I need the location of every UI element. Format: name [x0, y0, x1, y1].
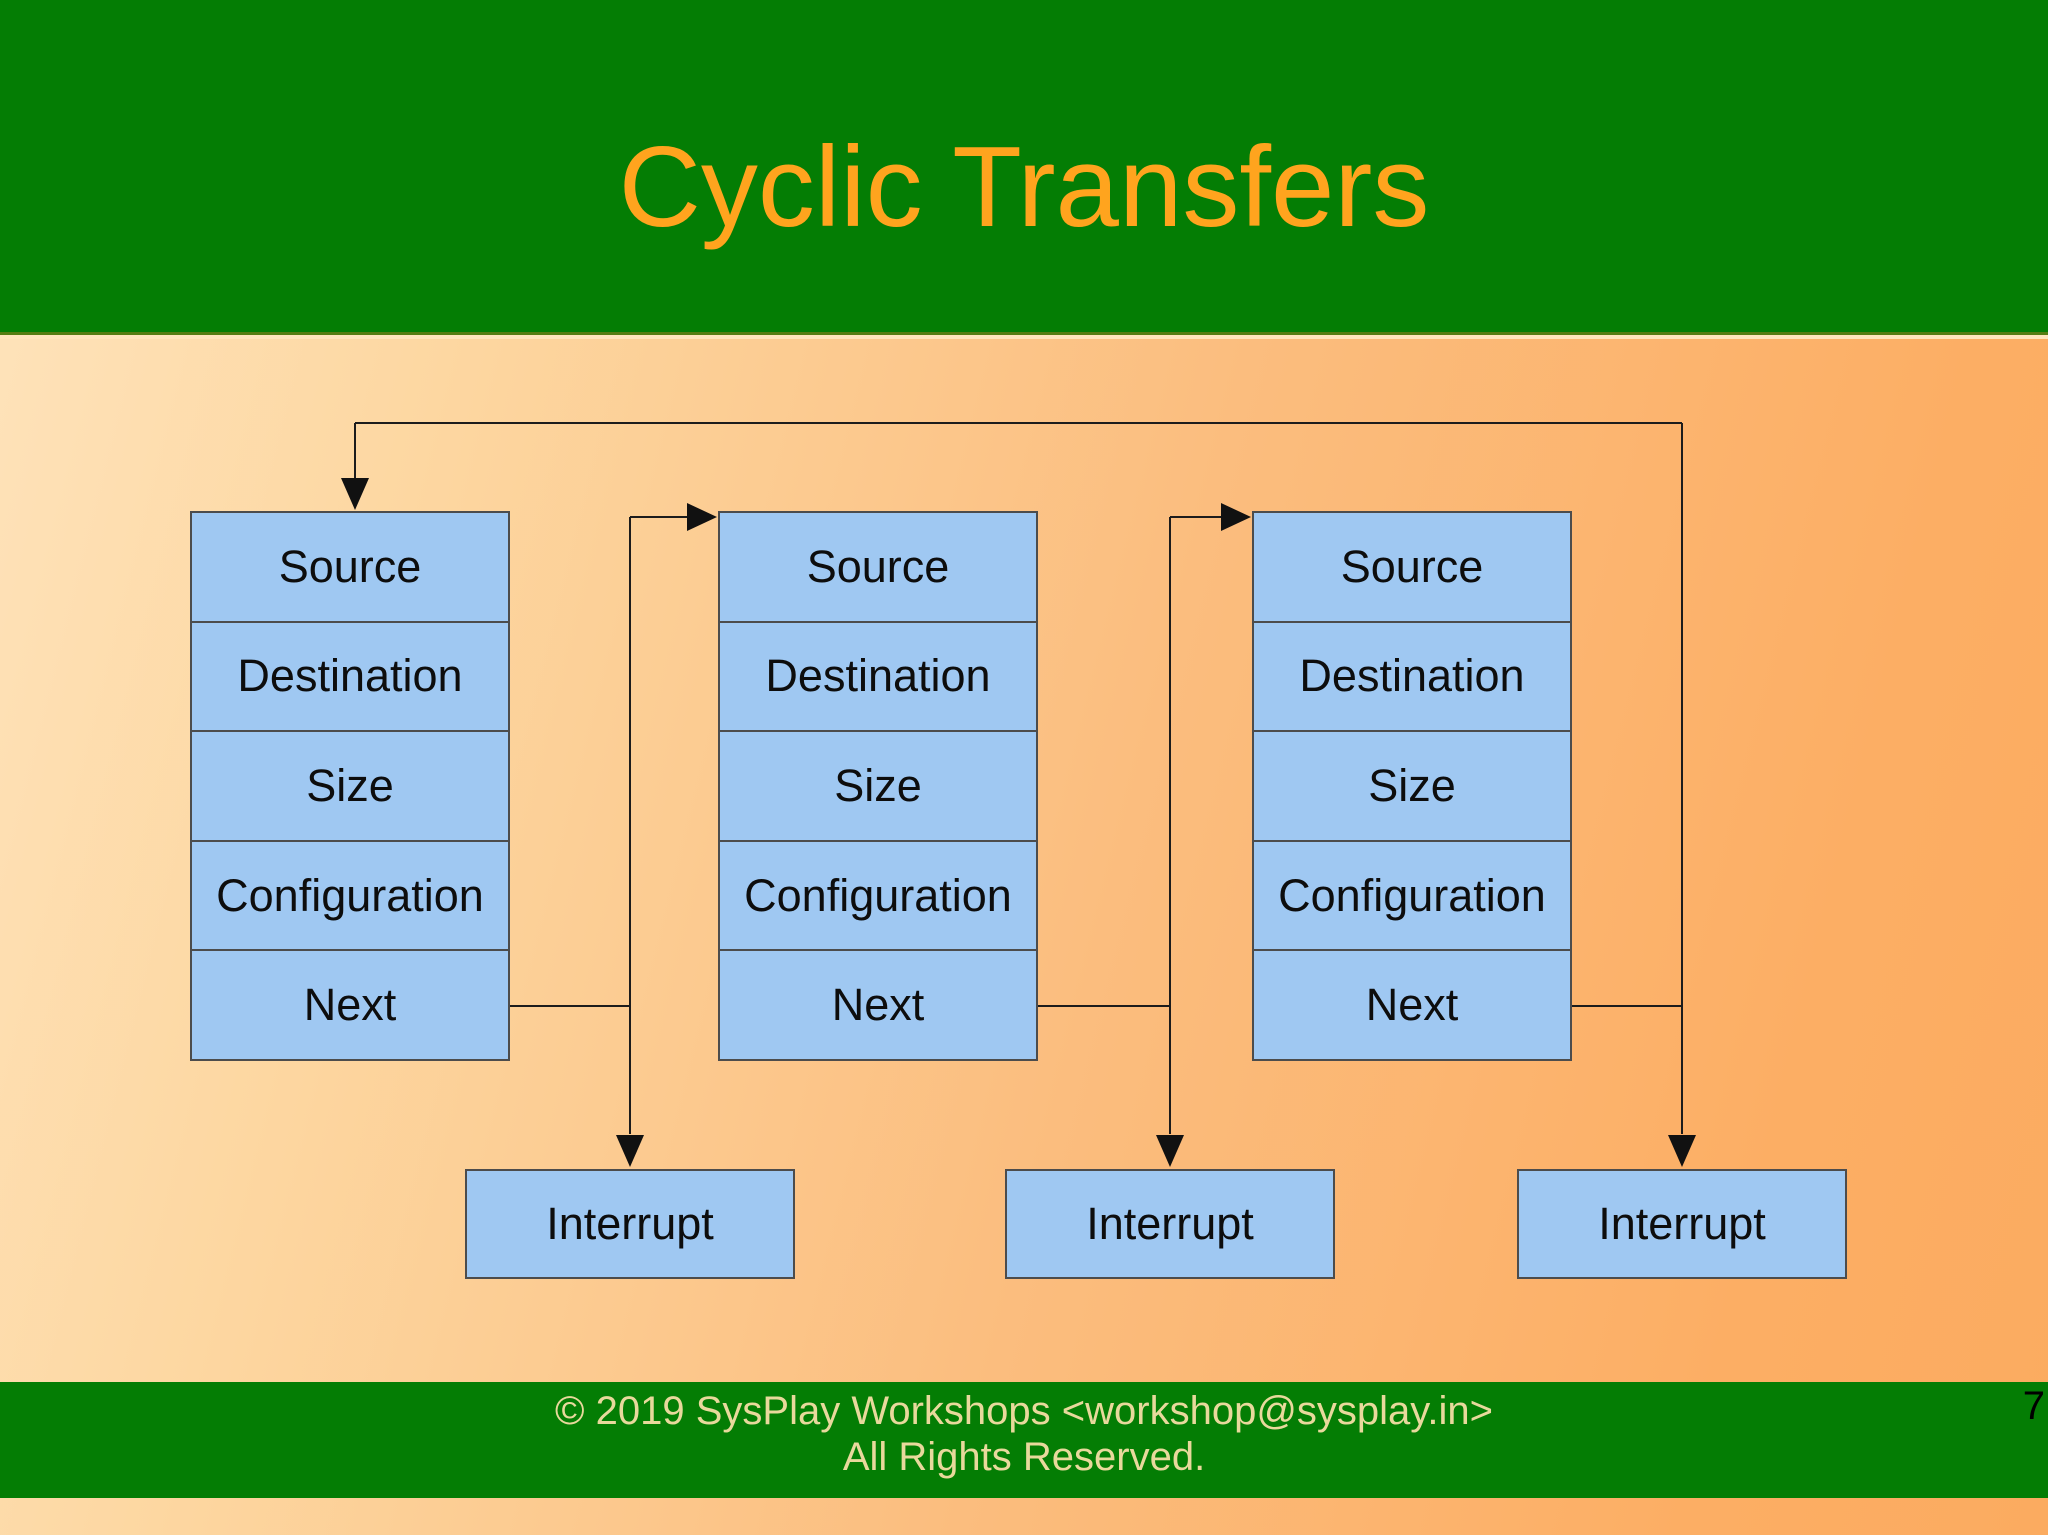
- footer-line-2: All Rights Reserved.: [842, 1435, 1206, 1479]
- descriptor-row-size: Size: [1254, 732, 1570, 842]
- descriptor-row-source: Source: [720, 513, 1036, 623]
- descriptor-row-destination: Destination: [192, 623, 508, 733]
- descriptor-row-next: Next: [303, 979, 397, 1031]
- slide-footer-band: © 2019 SysPlay Workshops <workshop@syspl…: [0, 1382, 2048, 1498]
- descriptor-block-2: Source Destination Size Configuration Ne…: [718, 511, 1038, 1061]
- arrowhead-down-into-interrupt3-icon: [1668, 1135, 1696, 1167]
- slide-title: Cyclic Transfers: [618, 124, 1430, 251]
- slide-header-band: Cyclic Transfers: [0, 0, 2048, 335]
- connector-next1: [510, 516, 687, 1134]
- interrupt-box-1: Interrupt: [465, 1169, 795, 1279]
- descriptor-block-1: Source Destination Size Configuration Ne…: [190, 511, 510, 1061]
- descriptor-row-configuration: Configuration: [192, 842, 508, 952]
- arrowhead-down-into-interrupt1-icon: [616, 1135, 644, 1167]
- page-number: 7: [2022, 1384, 2045, 1428]
- descriptor-row-source: Source: [1254, 513, 1570, 623]
- descriptor-row-size: Size: [720, 732, 1036, 842]
- arrowhead-right-into-block3-icon: [1221, 503, 1251, 531]
- footer-copyright: © 2019 SysPlay Workshops <workshop@syspl…: [0, 1388, 2048, 1480]
- descriptor-row-size: Size: [192, 732, 508, 842]
- descriptor-block-3: Source Destination Size Configuration Ne…: [1252, 511, 1572, 1061]
- arrowhead-down-into-block1-icon: [341, 478, 369, 510]
- descriptor-row-destination: Destination: [720, 623, 1036, 733]
- header-highlight-strip: [0, 335, 2048, 339]
- footer-line-1: © 2019 SysPlay Workshops <workshop@syspl…: [555, 1389, 1493, 1433]
- descriptor-row-next: Next: [831, 979, 925, 1031]
- interrupt-box-2: Interrupt: [1005, 1169, 1335, 1279]
- descriptor-row-configuration: Configuration: [720, 842, 1036, 952]
- arrowhead-right-into-block2-icon: [687, 503, 717, 531]
- descriptor-row-destination: Destination: [1254, 623, 1570, 733]
- descriptor-row-source: Source: [192, 513, 508, 623]
- interrupt-box-3: Interrupt: [1517, 1169, 1847, 1279]
- connector-next2: [1038, 516, 1222, 1134]
- descriptor-row-next: Next: [1365, 979, 1459, 1031]
- arrowhead-down-into-interrupt2-icon: [1156, 1135, 1184, 1167]
- descriptor-row-configuration: Configuration: [1254, 842, 1570, 952]
